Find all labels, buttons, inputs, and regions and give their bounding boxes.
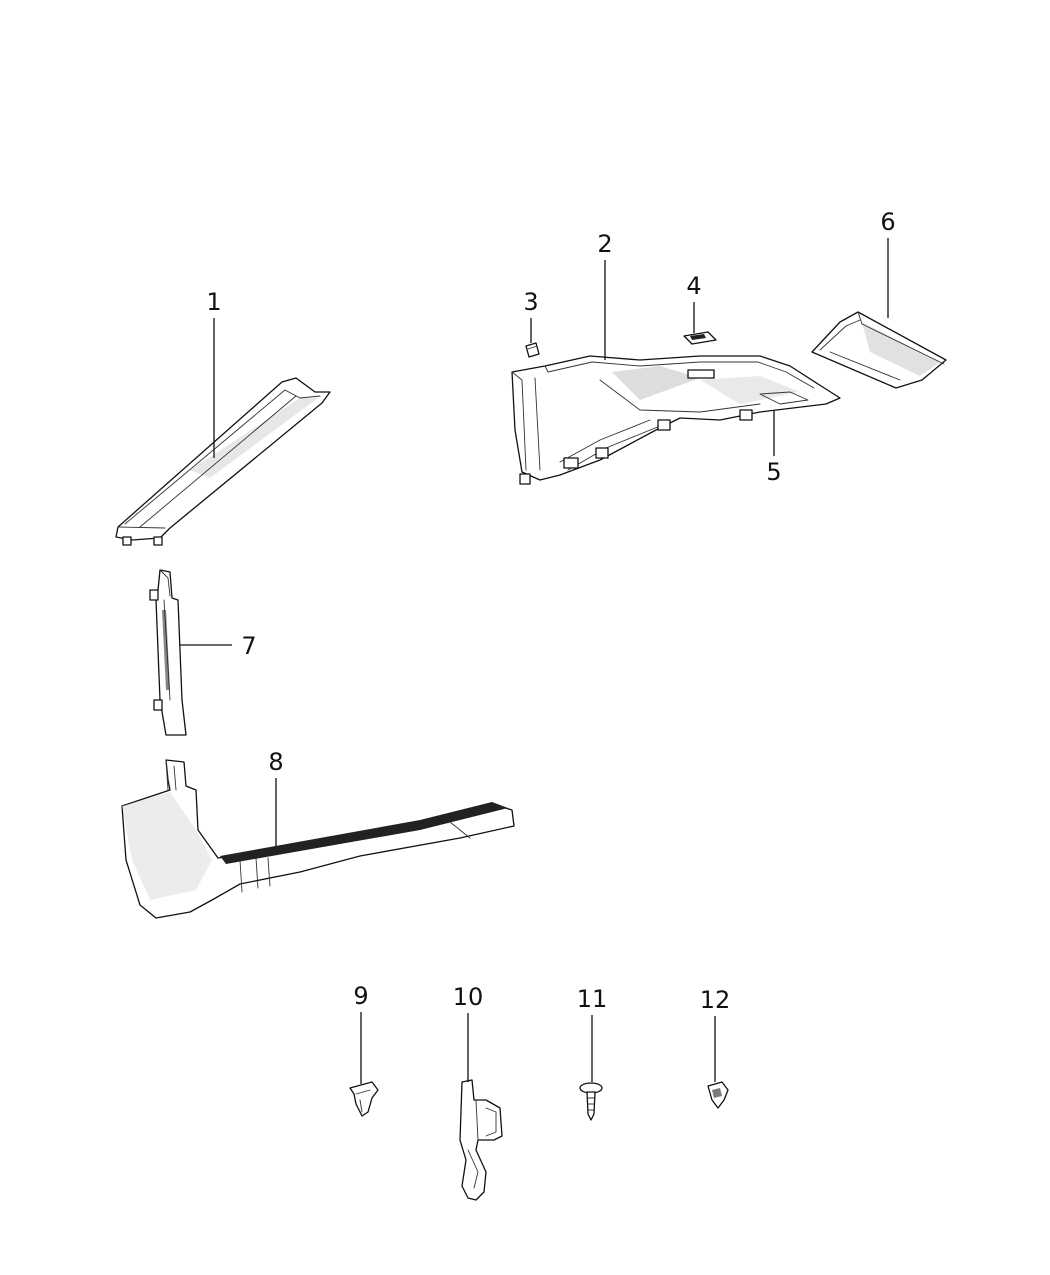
callout-8: 8 <box>268 748 283 776</box>
callout-9: 9 <box>353 982 368 1010</box>
callout-3: 3 <box>523 288 538 316</box>
callout-6: 6 <box>880 208 895 236</box>
part-12-clip <box>707 1081 729 1109</box>
part-3-clip <box>525 342 540 358</box>
callout-7: 7 <box>241 632 256 660</box>
callout-12: 12 <box>700 986 731 1014</box>
part-11-screw <box>579 1082 603 1121</box>
callout-10: 10 <box>453 983 484 1011</box>
callout-4: 4 <box>686 272 701 300</box>
part-2-quarter-trim-panel <box>511 355 841 485</box>
part-7-b-pillar-lower <box>149 569 187 736</box>
part-6-trim-cover <box>811 311 947 389</box>
callout-2: 2 <box>597 230 612 258</box>
callout-11: 11 <box>577 985 608 1013</box>
callout-numbers: 1 2 3 4 5 6 7 8 9 10 11 12 <box>206 208 895 1014</box>
part-4-plug <box>683 331 717 345</box>
part-8-sill-plate <box>121 759 515 919</box>
leader-lines <box>180 238 889 1084</box>
part-10-retainer-clip <box>459 1079 503 1201</box>
callout-1: 1 <box>206 288 221 316</box>
callout-5: 5 <box>766 458 781 486</box>
part-9-push-clip <box>349 1081 379 1117</box>
part-1-a-pillar-trim <box>115 377 331 546</box>
